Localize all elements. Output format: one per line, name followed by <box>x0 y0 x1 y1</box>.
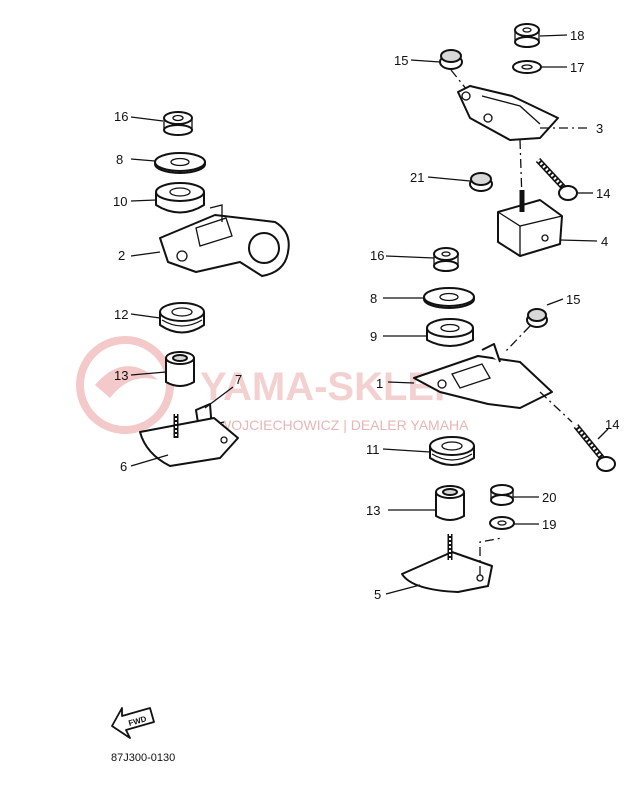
watermark-logo-icon <box>76 336 174 434</box>
watermark-subtitle: WOJCIECHOWICZ | DEALER YAMAHA <box>218 417 469 433</box>
part-9-cushion <box>426 318 474 347</box>
part-5-mount-plate-right <box>401 534 493 593</box>
part-1-main-bracket <box>413 343 553 409</box>
part-14-bolt-upper <box>535 157 578 201</box>
part-21-nut <box>469 172 493 192</box>
callout-19: 19 <box>542 517 556 532</box>
part-16-nut-right <box>433 247 459 272</box>
part-11-grommet-right <box>429 436 475 466</box>
callout-11: 11 <box>366 442 380 457</box>
callout-16-left: 16 <box>114 109 128 124</box>
callout-6: 6 <box>120 459 127 474</box>
callout-labels: 16 8 10 2 12 13 7 6 18 17 15 3 21 14 4 1… <box>113 28 619 602</box>
watermark-brand: YAMA-SKLEP <box>200 365 461 409</box>
callout-15-upper: 15 <box>394 53 408 68</box>
callout-10: 10 <box>113 194 127 209</box>
callout-12: 12 <box>114 307 128 322</box>
part-6-mount-plate-left <box>139 414 239 467</box>
callout-8-left: 8 <box>116 152 123 167</box>
part-8-washer-left <box>154 152 206 174</box>
part-3-upper-bracket <box>457 85 559 141</box>
callout-14-upper: 14 <box>596 186 610 201</box>
callout-14-lower: 14 <box>605 417 619 432</box>
part-17-washer <box>512 60 542 74</box>
callout-8-right: 8 <box>370 291 377 306</box>
callout-9: 9 <box>370 329 377 344</box>
part-4-damper-mount <box>497 190 563 257</box>
part-2-bracket <box>159 204 290 277</box>
part-13-collar-left <box>165 351 195 387</box>
callout-1: 1 <box>376 376 383 391</box>
part-10-cushion-left <box>155 182 205 214</box>
diagram-code: 87J300-0130 <box>111 752 175 764</box>
callout-15-right: 15 <box>566 292 580 307</box>
callout-13-right: 13 <box>366 503 380 518</box>
part-14-bolt-lower <box>573 424 616 472</box>
fwd-arrow-icon: FWD <box>111 707 155 739</box>
part-13-collar-right <box>435 485 465 521</box>
callout-18: 18 <box>570 28 584 43</box>
callout-17: 17 <box>570 60 584 75</box>
part-18-nut <box>514 23 540 48</box>
callout-21: 21 <box>410 170 424 185</box>
callout-16-right: 16 <box>370 248 384 263</box>
callout-3: 3 <box>596 121 603 136</box>
part-12-grommet-left <box>159 302 205 334</box>
callout-4: 4 <box>601 234 608 249</box>
callout-5: 5 <box>374 587 381 602</box>
part-15-nut-right <box>526 308 548 328</box>
callout-20: 20 <box>542 490 556 505</box>
part-20-nut <box>490 484 514 506</box>
callout-7: 7 <box>235 372 242 387</box>
part-8-washer-right <box>423 287 475 309</box>
callout-13-left: 13 <box>114 368 128 383</box>
part-15-nut-upper <box>439 49 463 70</box>
part-19-washer <box>489 516 515 530</box>
part-16-nut-left <box>163 111 193 136</box>
watermark: YAMA-SKLEP WOJCIECHOWICZ | DEALER YAMAHA <box>76 336 469 434</box>
callout-2: 2 <box>118 248 125 263</box>
